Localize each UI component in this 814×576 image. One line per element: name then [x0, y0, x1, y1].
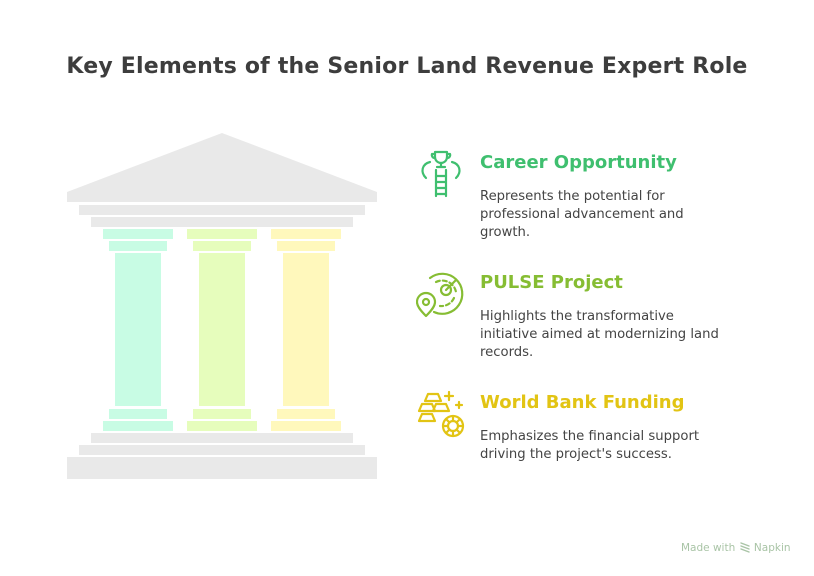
radar-location-pin-icon: [416, 272, 464, 318]
trophy-ladder-icon: [421, 150, 461, 198]
page-title: Key Elements of the Senior Land Revenue …: [66, 54, 748, 79]
made-with-label: Made with: [681, 542, 736, 554]
temple-entablature-1: [79, 205, 365, 215]
item-description: Emphasizes the financial support driving…: [480, 429, 700, 462]
temple-roof: [67, 133, 377, 202]
item-description: Represents the potential for professiona…: [480, 189, 684, 240]
item-heading: PULSE Project: [480, 272, 623, 293]
temple-step-2: [79, 445, 365, 455]
napkin-brand: Napkin: [753, 542, 791, 554]
napkin-logo-icon: [739, 542, 750, 553]
item-heading: World Bank Funding: [480, 392, 685, 413]
temple-step-1: [91, 433, 353, 443]
pillar-funding: [271, 229, 341, 431]
temple-entablature-2: [91, 217, 353, 227]
gold-bars-coin-icon: [417, 390, 465, 438]
item-heading: Career Opportunity: [480, 152, 677, 173]
pillar-career: [103, 229, 173, 431]
pillar-pulse: [187, 229, 257, 431]
footer-attribution[interactable]: Made with Napkin: [681, 541, 791, 554]
item-description: Highlights the transformative initiative…: [480, 309, 719, 360]
temple-step-3: [67, 457, 377, 479]
